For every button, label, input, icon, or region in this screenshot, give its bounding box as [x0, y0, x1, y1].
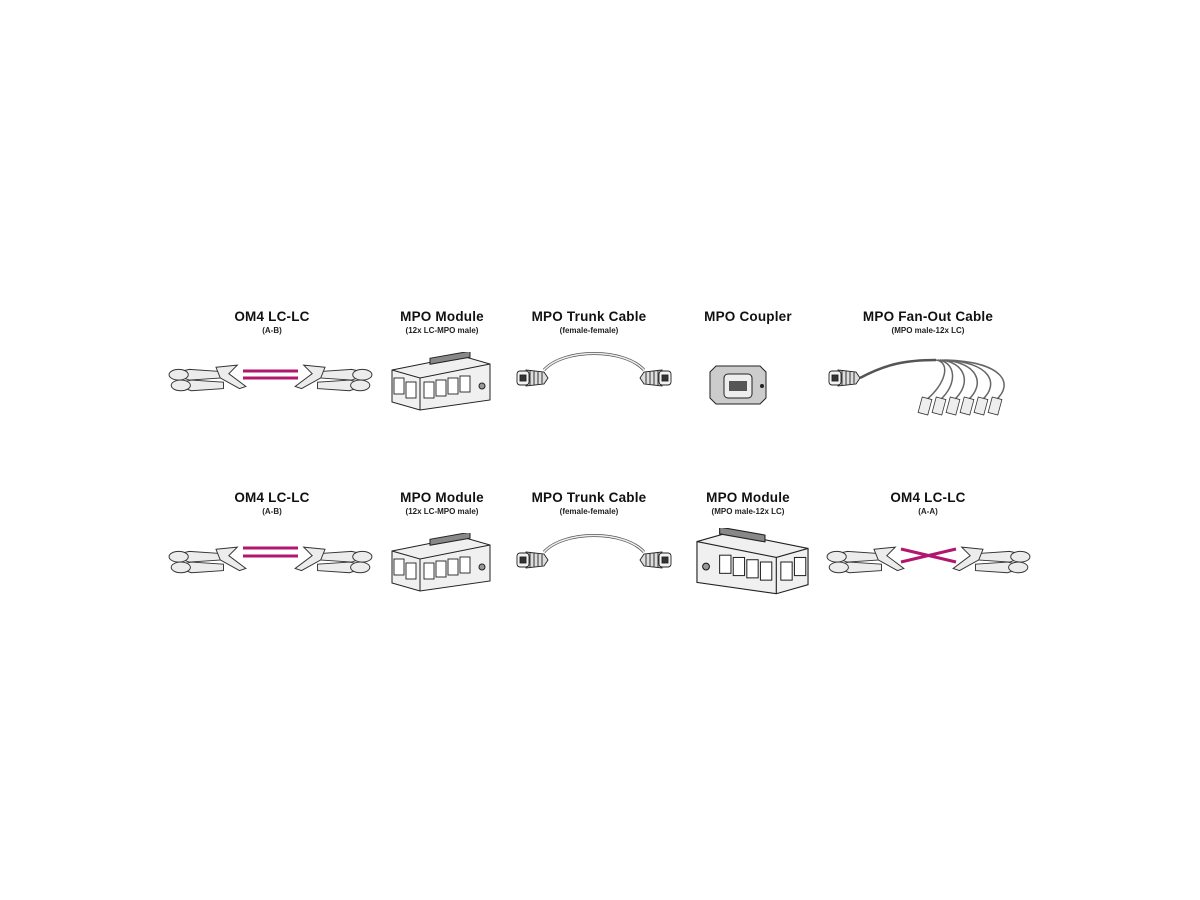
item-title: OM4 LC-LC [890, 490, 966, 505]
item-subtitle [653, 325, 843, 336]
lc-lc-crossed-patch-cable-icon [826, 546, 1031, 574]
item-title: OM4 LC-LC [234, 490, 310, 505]
mpo-trunk-cable-icon [516, 534, 672, 569]
mpo-coupler-icon [709, 365, 767, 405]
item-subtitle: (MPO male-12x LC) [711, 507, 785, 516]
item-title: MPO Module [400, 309, 484, 324]
lc-lc-patch-cable-icon [168, 546, 373, 574]
mpo-module-icon [391, 533, 491, 592]
item-subtitle: (A-B) [262, 507, 282, 516]
item-title: MPO Fan-Out Cable [862, 309, 994, 324]
lc-lc-patch-cable-icon [168, 364, 373, 392]
item-om4-lc-lc-aa: OM4 LC-LC (A-A) [833, 490, 1023, 517]
item-mpo-coupler: MPO Coupler [653, 309, 843, 336]
item-subtitle: (A-A) [918, 507, 938, 516]
item-mpo-trunk-cable: MPO Trunk Cable (female-female) [494, 490, 684, 517]
item-mpo-module: MPO Module (12x LC-MPO male) [347, 490, 537, 517]
item-om4-lc-lc-ab: OM4 LC-LC (A-B) [177, 490, 367, 517]
item-subtitle: (12x LC-MPO male) [405, 507, 479, 516]
item-title: MPO Module [400, 490, 484, 505]
mpo-trunk-cable-icon [516, 352, 672, 387]
item-mpo-module-mirrored: MPO Module (MPO male-12x LC) [653, 490, 843, 517]
item-title: MPO Module [706, 490, 790, 505]
item-subtitle: (female-female) [559, 326, 619, 335]
item-title: OM4 LC-LC [234, 309, 310, 324]
item-subtitle: (A-B) [262, 326, 282, 335]
item-title: MPO Coupler [704, 309, 792, 324]
item-mpo-trunk-cable: MPO Trunk Cable (female-female) [494, 309, 684, 336]
item-title: MPO Trunk Cable [531, 490, 647, 505]
item-subtitle: (MPO male-12x LC) [891, 326, 965, 335]
mpo-fanout-cable-icon [828, 358, 1005, 416]
mpo-module-icon [391, 352, 491, 411]
item-title: MPO Trunk Cable [531, 309, 647, 324]
item-mpo-fanout-cable: MPO Fan-Out Cable (MPO male-12x LC) [833, 309, 1023, 336]
item-subtitle: (female-female) [559, 507, 619, 516]
item-subtitle: (12x LC-MPO male) [405, 326, 479, 335]
mpo-module-icon [696, 528, 809, 595]
item-om4-lc-lc-ab: OM4 LC-LC (A-B) [177, 309, 367, 336]
item-mpo-module: MPO Module (12x LC-MPO male) [347, 309, 537, 336]
